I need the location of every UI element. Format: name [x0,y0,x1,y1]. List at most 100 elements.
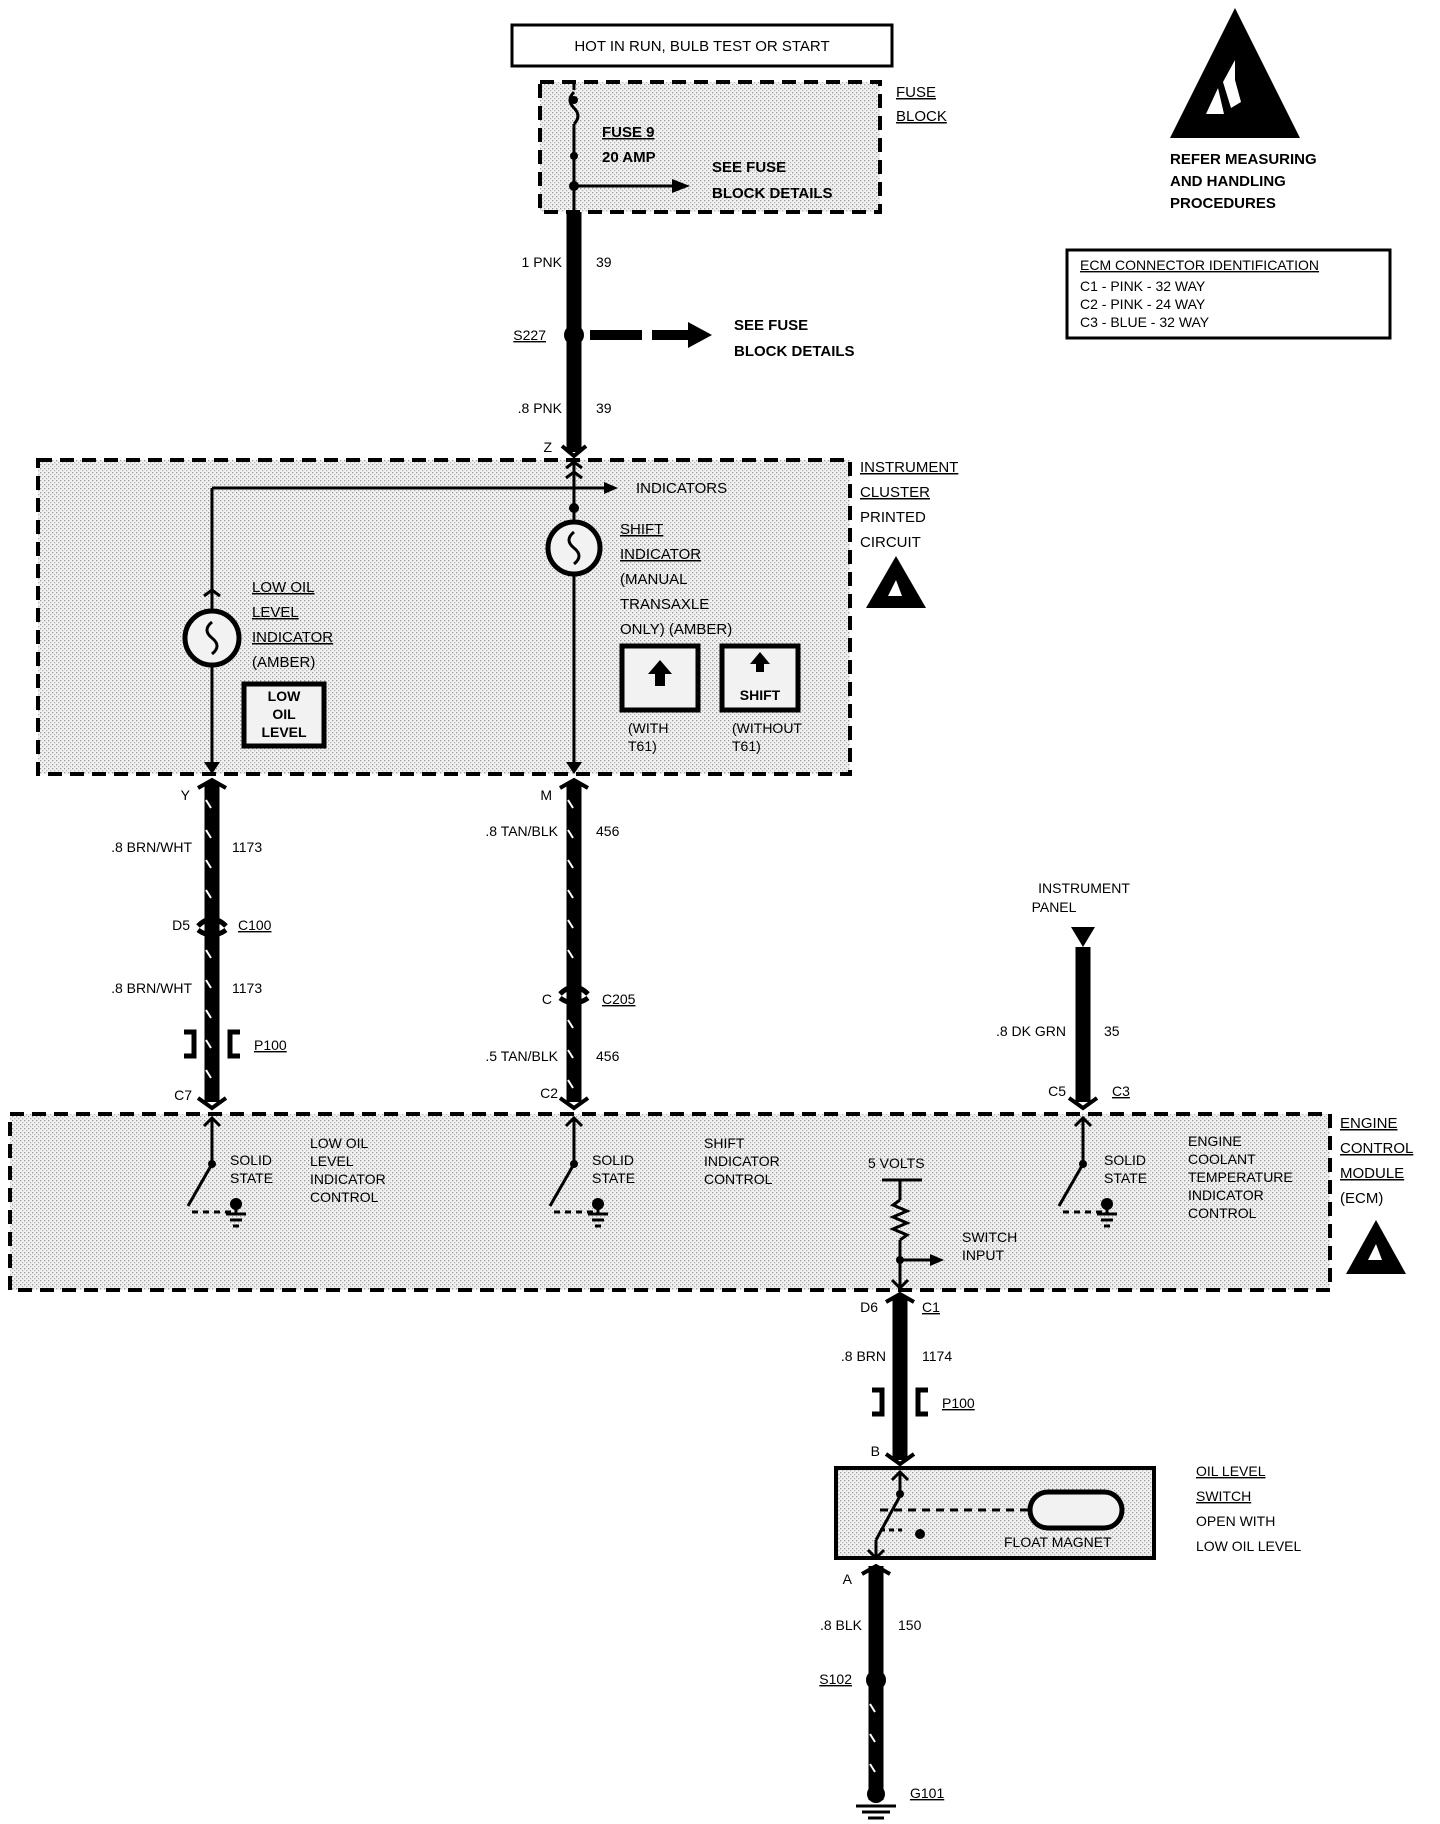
connector-p100: P100 [254,1037,287,1053]
connector-c1: C1 [922,1299,940,1315]
wire-circuit: 39 [596,400,612,416]
pin-c2: C2 [540,1085,558,1101]
switch-input-1: SWITCH [962,1229,1017,1245]
solid-state-1: SOLID [230,1152,272,1168]
ecm-table-row: C3 - BLUE - 32 WAY [1080,314,1210,330]
cluster-label-1: INSTRUMENT [860,459,958,476]
switch-contact-icon [874,1495,902,1541]
shift-label-5: ONLY) (AMBER) [620,621,732,638]
ecm-table-row: C2 - PINK - 24 WAY [1080,296,1206,312]
ecm-ctrl-shift-3: CONTROL [704,1171,773,1187]
wire-gauge: .8 DK GRN [996,1023,1066,1039]
wire-gauge: 1 PNK [522,254,563,270]
ground-label: G101 [910,1785,944,1801]
feed-wire: 1 PNK 39 S227 SEE FUSE BLOCK DETAILS .8 … [513,212,855,459]
float-magnet-label: FLOAT MAGNET [1004,1534,1112,1550]
ecm-ctrl-low-oil-2: LEVEL [310,1153,354,1169]
low-oil-label-3: INDICATOR [252,629,333,646]
arrow-right-icon [930,1254,944,1266]
wire-gauge: .8 BRN/WHT [111,839,192,855]
power-source-box: HOT IN RUN, BULB TEST OR START [510,23,894,68]
wire-150: A .8 BLK 150 S102 G101 [819,1563,944,1820]
wire-circuit: 1173 [232,839,262,855]
connector-c205: C205 [602,991,636,1007]
power-source-text: HOT IN RUN, BULB TEST OR START [574,38,829,55]
ecm-ctrl-low-oil-1: LOW OIL [310,1135,369,1151]
cluster-label-3: PRINTED [860,509,926,526]
wire-1173: Y .8 BRN/WHT 1173 D5 C100 .8 BRN/WHT 117… [111,777,287,1111]
splice-s102 [866,1670,886,1690]
connector-p100: P100 [942,1395,975,1411]
solid-state-1: SOLID [1104,1152,1146,1168]
ecm-label-4: (ECM) [1340,1190,1383,1207]
wire-gauge: .8 PNK [518,400,563,416]
arrow-right-icon [688,322,712,348]
oil-switch-label-2: SWITCH [1196,1488,1251,1504]
shift-label-1: SHIFT [620,521,663,538]
pin-d5: D5 [172,917,190,933]
wire-gauge: .8 BRN [841,1348,886,1364]
wire-circuit: 1174 [922,1348,952,1364]
without-t61-1: (WITHOUT [732,720,802,736]
cluster-label-4: CIRCUIT [860,534,921,551]
indicators-label: INDICATORS [636,480,727,497]
wire-gauge: .8 BLK [820,1617,863,1633]
ecm-ctrl-coolant-3: TEMPERATURE [1188,1169,1293,1185]
fuse-rating: 20 AMP [602,149,656,166]
instrument-cluster: INDICATORS LOW OIL LEVEL INDICATOR (AMBE… [36,458,958,776]
solid-state-1: SOLID [592,1152,634,1168]
ecm-ctrl-shift-1: SHIFT [704,1135,745,1151]
low-oil-label-2: LEVEL [252,604,299,621]
fuse-block-label-2: BLOCK [896,108,947,125]
splice-s227 [564,325,584,345]
arrow-right-icon [604,482,618,494]
wire-circuit: 39 [596,254,612,270]
fuse-name: FUSE 9 [602,124,655,141]
s227-see-1: SEE FUSE [734,317,808,334]
pin-m: M [540,787,552,803]
p100-clip-icon [872,1387,928,1417]
p100-clip-icon [184,1029,240,1059]
instrument-panel-2: PANEL [1032,899,1077,915]
low-oil-lamp-face [241,681,327,749]
pin-c: C [542,991,552,1007]
low-oil-label-1: LOW OIL [252,579,315,596]
esd-warning: REFER MEASURING AND HANDLING PROCEDURES [1170,8,1317,212]
wire-1174: D6 C1 .8 BRN 1174 P100 B [841,1291,975,1467]
esd-text-3: PROCEDURES [1170,195,1276,212]
ecm-table-title: ECM CONNECTOR IDENTIFICATION [1080,257,1319,273]
five-volts: 5 VOLTS [868,1155,925,1171]
ecm-ctrl-low-oil-4: CONTROL [310,1189,379,1205]
connector-c100: C100 [238,917,272,933]
solid-state-2: STATE [592,1170,635,1186]
pin-y: Y [181,787,191,803]
oil-level-switch: FLOAT MAGNET OIL LEVEL SWITCH OPEN WITH … [834,1463,1302,1561]
low-oil-label-4: (AMBER) [252,654,315,671]
ground-icon [867,1785,885,1803]
pin-b: B [871,1443,880,1459]
shift-text: SHIFT [740,687,781,703]
pin-c7: C7 [174,1087,192,1103]
wire-circuit: 35 [1104,1023,1120,1039]
esd-text-1: REFER MEASURING [1170,151,1317,168]
arrow-right-icon [672,179,690,193]
cluster-label-2: CLUSTER [860,484,930,501]
ecm-table-row: C1 - PINK - 32 WAY [1080,278,1206,294]
shift-label-4: TRANSAXLE [620,596,709,613]
ecm-label-1: ENGINE [1340,1115,1398,1132]
ecm-ctrl-coolant-1: ENGINE [1188,1133,1242,1149]
wire-circuit: 150 [898,1617,922,1633]
up-arrow-icon [648,660,672,686]
connector-c3: C3 [1112,1083,1130,1099]
solid-state-2: STATE [1104,1170,1147,1186]
s227-see-2: BLOCK DETAILS [734,343,855,360]
fuse-see-1: SEE FUSE [712,159,786,176]
ecm-module: SOLID STATE LOW OIL LEVEL INDICATOR CONT… [8,1112,1413,1292]
ecm-ctrl-low-oil-3: INDICATOR [310,1171,386,1187]
triangle-connector-icon [1071,927,1095,947]
shift-label-3: (MANUAL [620,571,688,588]
oil-switch-label-4: LOW OIL LEVEL [1196,1538,1302,1554]
fuse-block-label-1: FUSE [896,84,936,101]
with-t61-1: (WITH [628,720,668,736]
